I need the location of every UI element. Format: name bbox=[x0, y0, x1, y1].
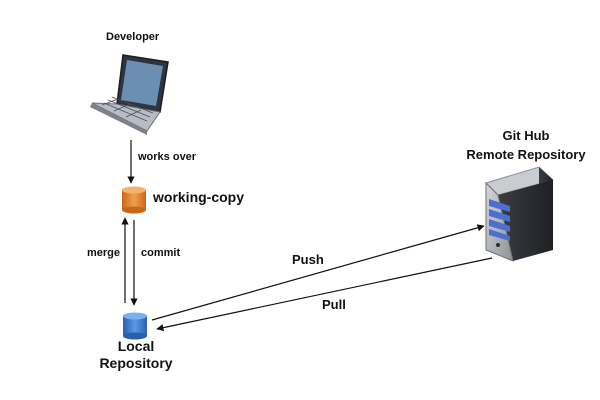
remote-repository-label-line2: Remote Repository bbox=[466, 146, 586, 162]
local-repository-label: Local Repository bbox=[96, 338, 176, 372]
pull-arrow bbox=[156, 257, 493, 332]
working-copy-database-icon bbox=[122, 186, 146, 214]
developer-label: Developer bbox=[106, 31, 160, 43]
working-copy-label: working-copy bbox=[153, 189, 245, 205]
merge-label: merge bbox=[87, 247, 121, 259]
local-repository-database-icon bbox=[123, 312, 147, 340]
commit-label: commit bbox=[141, 247, 181, 259]
remote-repository-label: Git Hub Remote Repository bbox=[456, 128, 596, 162]
local-repository-label-line1: Local bbox=[117, 338, 155, 354]
server-icon bbox=[485, 166, 554, 262]
works-over-label: works over bbox=[138, 151, 197, 163]
push-label: Push bbox=[292, 252, 324, 267]
remote-repository-label-line1: Git Hub bbox=[502, 128, 550, 143]
push-arrow bbox=[151, 224, 485, 321]
laptop-icon bbox=[90, 54, 169, 135]
local-repository-label-line2: Repository bbox=[99, 354, 173, 371]
pull-label: Pull bbox=[322, 297, 346, 312]
